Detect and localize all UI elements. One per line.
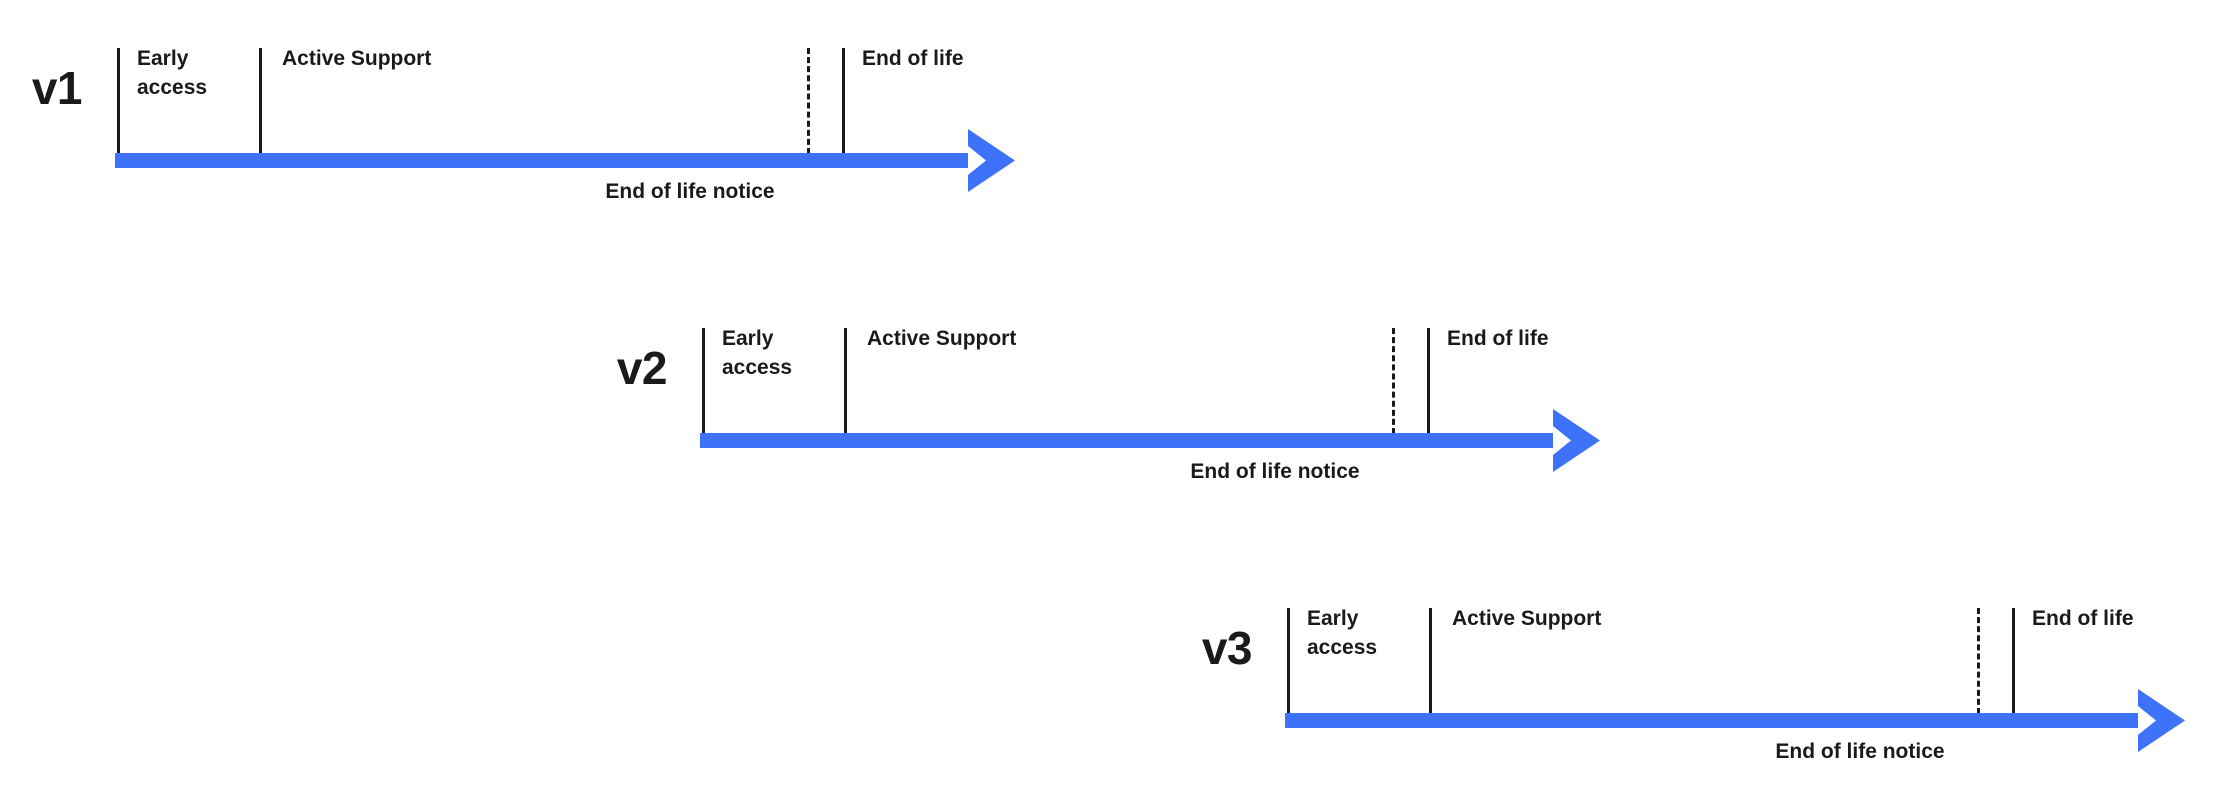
version-track-v1: v1 Early access Active Support End of li…: [0, 0, 2228, 280]
tick-active-support-start-v3: [1429, 608, 1432, 714]
phase-label-end-of-life-v1: End of life: [862, 47, 964, 70]
version-track-v3: v3 Early access Active Support End of li…: [1170, 560, 2228, 812]
tick-end-of-life-notice-v2: [1392, 328, 1395, 434]
version-track-v2: v2 Early access Active Support End of li…: [585, 280, 2228, 560]
timeline-bar-v2: [700, 433, 1553, 448]
phase-label-early-access-v1: Early access: [137, 47, 208, 99]
version-label-v1: v1: [31, 62, 83, 114]
phase-label-early-access-v3: Early access: [1307, 607, 1378, 659]
phase-label-early-access-v2: Early access: [722, 327, 793, 379]
version-label-v3: v3: [1201, 622, 1253, 674]
bar-caption-end-of-life-notice-v3: End of life notice: [1775, 740, 1945, 763]
tick-active-support-start-v2: [844, 328, 847, 434]
version-label-v2: v2: [616, 342, 668, 394]
phase-label-active-support-v3: Active Support: [1452, 607, 1602, 630]
tick-early-access-start-v1: [117, 48, 120, 154]
phase-label-active-support-v1: Active Support: [282, 47, 432, 70]
tick-end-of-life-start-v1: [842, 48, 845, 154]
tick-end-of-life-notice-v1: [807, 48, 810, 154]
timeline-arrow-head-v1: [965, 129, 1015, 192]
timeline-bar-v1: [115, 153, 968, 168]
tick-end-of-life-notice-v3: [1977, 608, 1980, 714]
phase-label-end-of-life-v2: End of life: [1447, 327, 1549, 350]
tick-end-of-life-start-v2: [1427, 328, 1430, 434]
timeline-bar-v3: [1285, 713, 2138, 728]
tick-end-of-life-start-v3: [2012, 608, 2015, 714]
bar-caption-end-of-life-notice-v1: End of life notice: [605, 180, 775, 203]
phase-label-active-support-v2: Active Support: [867, 327, 1017, 350]
timeline-arrow-head-v2: [1550, 409, 1600, 472]
tick-active-support-start-v1: [259, 48, 262, 154]
bar-caption-end-of-life-notice-v2: End of life notice: [1190, 460, 1360, 483]
timeline-arrow-head-v3: [2135, 689, 2185, 752]
phase-label-end-of-life-v3: End of life: [2032, 607, 2134, 630]
tick-early-access-start-v2: [702, 328, 705, 434]
tick-early-access-start-v3: [1287, 608, 1290, 714]
